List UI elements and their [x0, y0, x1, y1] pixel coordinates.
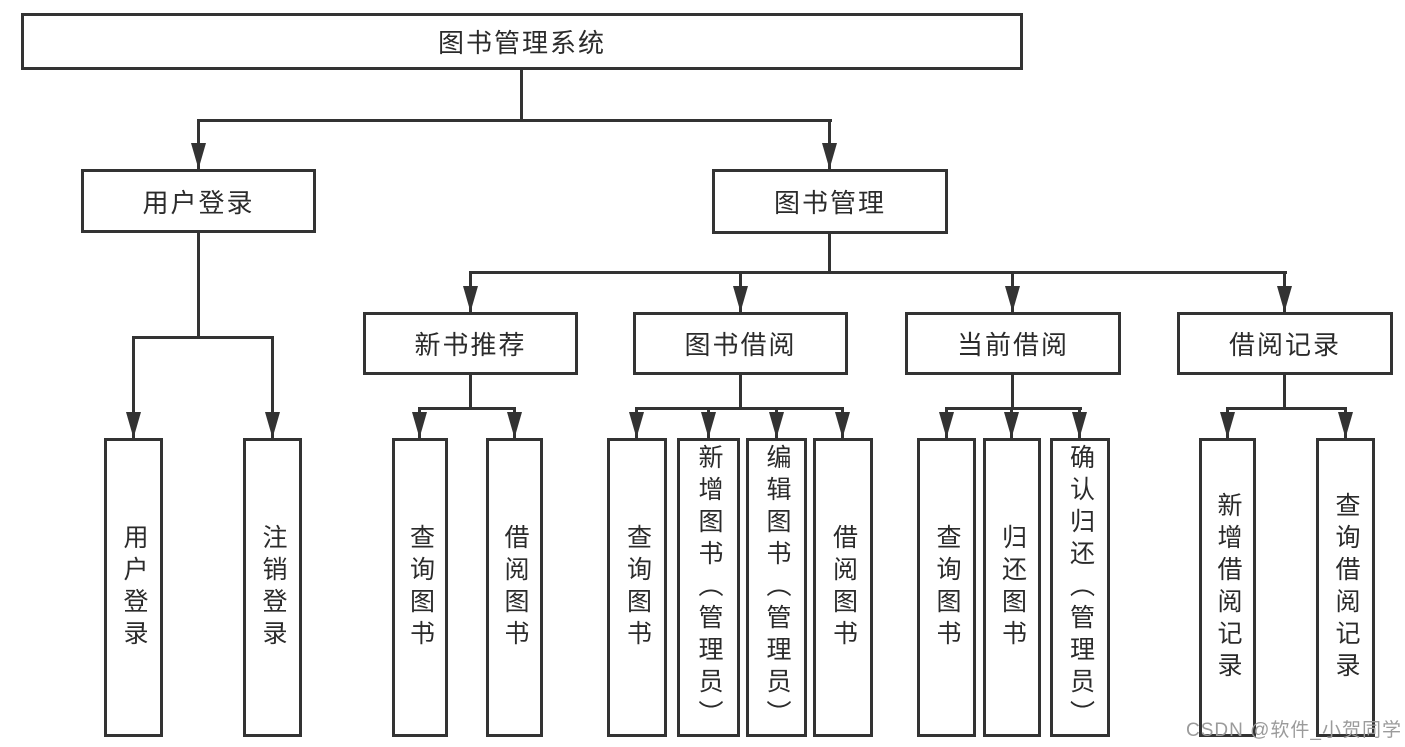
connector-book-mgmt-stem	[828, 234, 831, 271]
leaf-return-books: 归还图书	[983, 438, 1041, 737]
arrow-down-icon	[1004, 412, 1019, 438]
connector-user-login-split	[132, 336, 274, 339]
arrow-down-icon	[126, 412, 141, 438]
node-book-borrowing: 图书借阅	[633, 312, 848, 375]
arrow-down-icon	[769, 412, 784, 438]
connector-root-stem	[520, 70, 523, 119]
arrow-down-icon	[1005, 286, 1020, 312]
arrow-down-icon	[1220, 412, 1235, 438]
leaf-borrow-books-borrowing: 借阅图书	[813, 438, 873, 737]
node-borrowing-records: 借阅记录	[1177, 312, 1393, 375]
arrow-down-icon	[507, 412, 522, 438]
arrow-down-icon	[1338, 412, 1353, 438]
connector-book-borrow-split	[635, 407, 844, 410]
connector-current-borrow-stem	[1011, 375, 1014, 407]
leaf-query-books-recommend: 查询图书	[392, 438, 448, 737]
connector-records-stem	[1283, 375, 1286, 407]
leaf-borrow-books-recommend: 借阅图书	[486, 438, 543, 737]
leaf-add-books-admin: 新增图书（管理员）	[677, 438, 740, 737]
arrow-down-icon	[191, 143, 206, 169]
arrow-down-icon	[1072, 412, 1087, 438]
node-book-management: 图书管理	[712, 169, 948, 234]
connector-root-split	[198, 119, 832, 122]
connector-current-borrow-split	[945, 407, 1082, 410]
node-new-book-recommendation: 新书推荐	[363, 312, 578, 375]
arrow-down-icon	[701, 412, 716, 438]
node-library-management-system: 图书管理系统	[21, 13, 1023, 70]
leaf-logout: 注销登录	[243, 438, 302, 737]
connector-book-borrow-stem	[739, 375, 742, 407]
csdn-watermark: CSDN @软件_小贺同学	[1186, 720, 1402, 741]
leaf-confirm-return-admin: 确认归还（管理员）	[1050, 438, 1110, 737]
arrow-down-icon	[629, 412, 644, 438]
connector-user-login-stem	[197, 233, 200, 336]
arrow-down-icon	[412, 412, 427, 438]
arrow-down-icon	[265, 412, 280, 438]
leaf-edit-books-admin: 编辑图书（管理员）	[746, 438, 807, 737]
arrow-down-icon	[835, 412, 850, 438]
connector-to-leaf-user-login	[132, 336, 135, 438]
arrow-down-icon	[822, 143, 837, 169]
leaf-add-borrow-record: 新增借阅记录	[1199, 438, 1256, 737]
connector-new-book-split	[418, 407, 516, 410]
arrow-down-icon	[1277, 286, 1292, 312]
arrow-down-icon	[463, 286, 478, 312]
arrow-down-icon	[733, 286, 748, 312]
node-current-borrowing: 当前借阅	[905, 312, 1121, 375]
leaf-query-borrow-record: 查询借阅记录	[1316, 438, 1375, 737]
leaf-query-books-current: 查询图书	[917, 438, 976, 737]
connector-to-leaf-logout	[271, 336, 274, 438]
leaf-user-login: 用户登录	[104, 438, 163, 737]
arrow-down-icon	[939, 412, 954, 438]
leaf-query-books-borrowing: 查询图书	[607, 438, 667, 737]
connector-new-book-stem	[469, 375, 472, 407]
node-user-login: 用户登录	[81, 169, 316, 233]
connector-book-mgmt-split	[469, 271, 1287, 274]
connector-records-split	[1226, 407, 1347, 410]
